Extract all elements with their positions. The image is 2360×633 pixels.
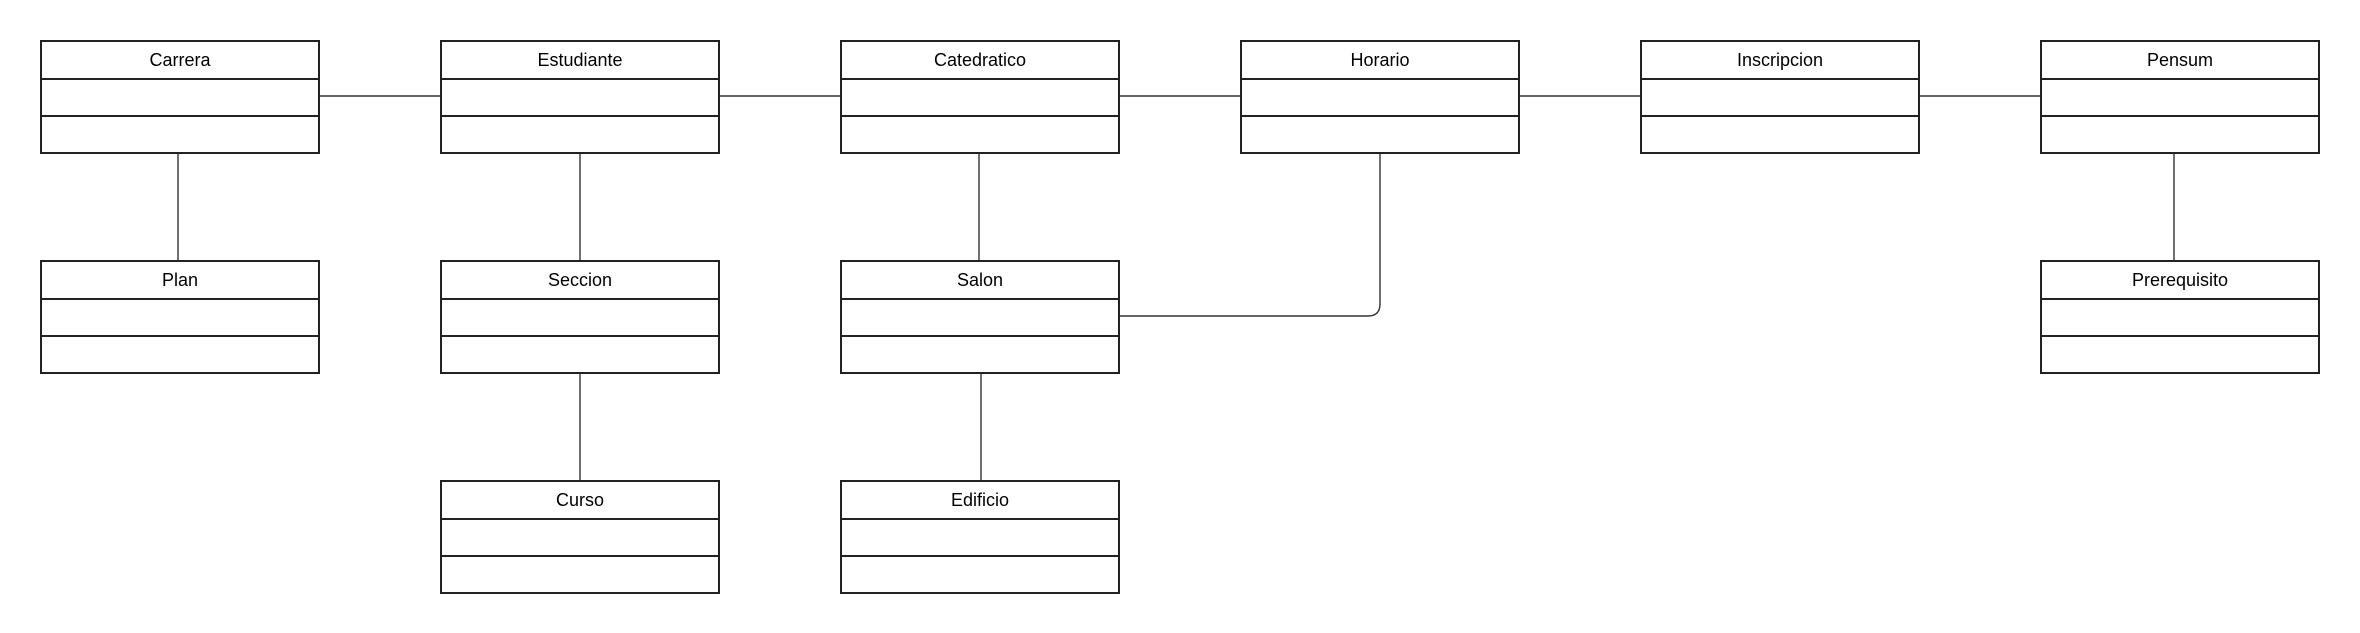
methods-compartment xyxy=(42,337,318,374)
class-pensum[interactable]: Pensum xyxy=(2040,40,2320,154)
methods-compartment xyxy=(442,117,718,154)
class-name: Plan xyxy=(42,262,318,300)
class-name: Carrera xyxy=(42,42,318,80)
class-name: Catedratico xyxy=(842,42,1118,80)
class-catedratico[interactable]: Catedratico xyxy=(840,40,1120,154)
class-prerequisito[interactable]: Prerequisito xyxy=(2040,260,2320,374)
class-name: Curso xyxy=(442,482,718,520)
methods-compartment xyxy=(842,557,1118,594)
methods-compartment xyxy=(442,557,718,594)
class-horario[interactable]: Horario xyxy=(1240,40,1520,154)
attributes-compartment xyxy=(2042,80,2318,117)
class-name: Seccion xyxy=(442,262,718,300)
class-plan[interactable]: Plan xyxy=(40,260,320,374)
methods-compartment xyxy=(1642,117,1918,154)
attributes-compartment xyxy=(442,80,718,117)
class-inscripcion[interactable]: Inscripcion xyxy=(1640,40,1920,154)
association-horario-salon xyxy=(1120,153,1381,317)
methods-compartment xyxy=(2042,337,2318,374)
class-name: Horario xyxy=(1242,42,1518,80)
class-salon[interactable]: Salon xyxy=(840,260,1120,374)
attributes-compartment xyxy=(442,520,718,557)
attributes-compartment xyxy=(842,80,1118,117)
attributes-compartment xyxy=(2042,300,2318,337)
class-carrera[interactable]: Carrera xyxy=(40,40,320,154)
class-name: Salon xyxy=(842,262,1118,300)
class-name: Estudiante xyxy=(442,42,718,80)
methods-compartment xyxy=(1242,117,1518,154)
class-edificio[interactable]: Edificio xyxy=(840,480,1120,594)
attributes-compartment xyxy=(1242,80,1518,117)
class-name: Edificio xyxy=(842,482,1118,520)
methods-compartment xyxy=(842,337,1118,374)
methods-compartment xyxy=(842,117,1118,154)
attributes-compartment xyxy=(42,80,318,117)
methods-compartment xyxy=(442,337,718,374)
attributes-compartment xyxy=(842,300,1118,337)
class-seccion[interactable]: Seccion xyxy=(440,260,720,374)
class-estudiante[interactable]: Estudiante xyxy=(440,40,720,154)
attributes-compartment xyxy=(842,520,1118,557)
methods-compartment xyxy=(2042,117,2318,154)
class-curso[interactable]: Curso xyxy=(440,480,720,594)
attributes-compartment xyxy=(42,300,318,337)
attributes-compartment xyxy=(442,300,718,337)
class-name: Pensum xyxy=(2042,42,2318,80)
attributes-compartment xyxy=(1642,80,1918,117)
methods-compartment xyxy=(42,117,318,154)
class-name: Prerequisito xyxy=(2042,262,2318,300)
class-name: Inscripcion xyxy=(1642,42,1918,80)
